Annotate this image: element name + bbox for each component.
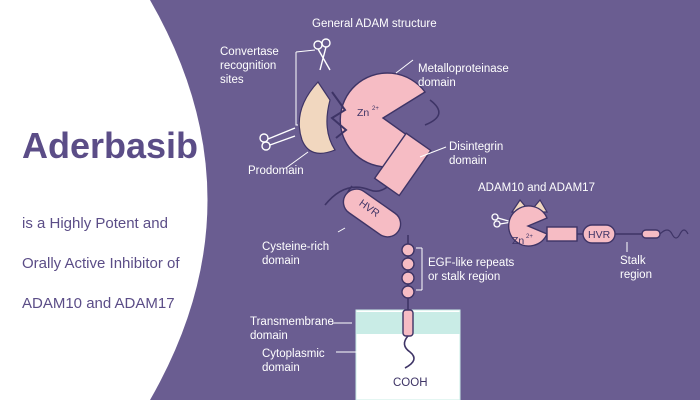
scissors-icon xyxy=(259,127,296,151)
convertase-label-2: recognition xyxy=(220,60,276,72)
diagram-heading: General ADAM structure xyxy=(312,18,437,30)
cooh-label: COOH xyxy=(393,377,428,389)
adam-transmembrane-shape xyxy=(641,229,661,239)
metallo-label-2: domain xyxy=(418,77,456,89)
adam-hvr-label: HVR xyxy=(588,229,611,241)
subtitle-line-3: ADAM10 and ADAM17 xyxy=(22,295,175,312)
disintegrin-label-1: Disintegrin xyxy=(449,141,503,153)
disintegrin-shape xyxy=(373,132,432,197)
left-panel xyxy=(0,0,208,400)
cysteine-label-1: Cysteine-rich xyxy=(262,241,329,253)
convertase-label-1: Convertase xyxy=(220,46,279,58)
stalk-label-2: region xyxy=(620,269,652,281)
disintegrin-label-2: domain xyxy=(449,155,487,167)
egf-beads xyxy=(401,235,415,310)
cytoplasmic-label-1: Cytoplasmic xyxy=(262,348,325,360)
adam-heading: ADAM10 and ADAM17 xyxy=(478,182,595,194)
zn-label: Zn xyxy=(357,107,369,119)
hvr-shape xyxy=(342,188,402,238)
adam-disintegrin-shape xyxy=(546,226,578,242)
adam-zn-sup: 2+ xyxy=(526,234,533,240)
convertase-label-3: sites xyxy=(220,74,244,86)
cysteine-label-2: domain xyxy=(262,255,300,267)
adam-tail xyxy=(659,229,689,239)
zn-sup: 2+ xyxy=(372,106,379,112)
adam-zn-label: Zn xyxy=(512,235,524,247)
main-title: Aderbasib xyxy=(22,125,198,166)
metallo-label-1: Metalloproteinase xyxy=(418,63,509,75)
transmembrane-label-2: domain xyxy=(250,330,288,342)
prodomain-label: Prodomain xyxy=(248,165,304,177)
transmembrane-shape xyxy=(402,309,414,337)
cytoplasmic-label-2: domain xyxy=(262,362,300,374)
stalk-label-1: Stalk xyxy=(620,255,646,267)
subtitle-line-2: Orally Active Inhibitor of xyxy=(22,255,180,272)
scissors-icon xyxy=(313,38,331,71)
adam-metallo-shape xyxy=(507,205,548,247)
egf-label-1: EGF-like repeats xyxy=(428,257,515,269)
prodomain-shape xyxy=(298,81,336,154)
subtitle-line-1: is a Highly Potent and xyxy=(22,215,168,232)
egf-label-2: or stalk region xyxy=(428,271,500,283)
transmembrane-label-1: Transmembrane xyxy=(250,316,334,328)
cytoplasmic-tail xyxy=(403,335,415,369)
